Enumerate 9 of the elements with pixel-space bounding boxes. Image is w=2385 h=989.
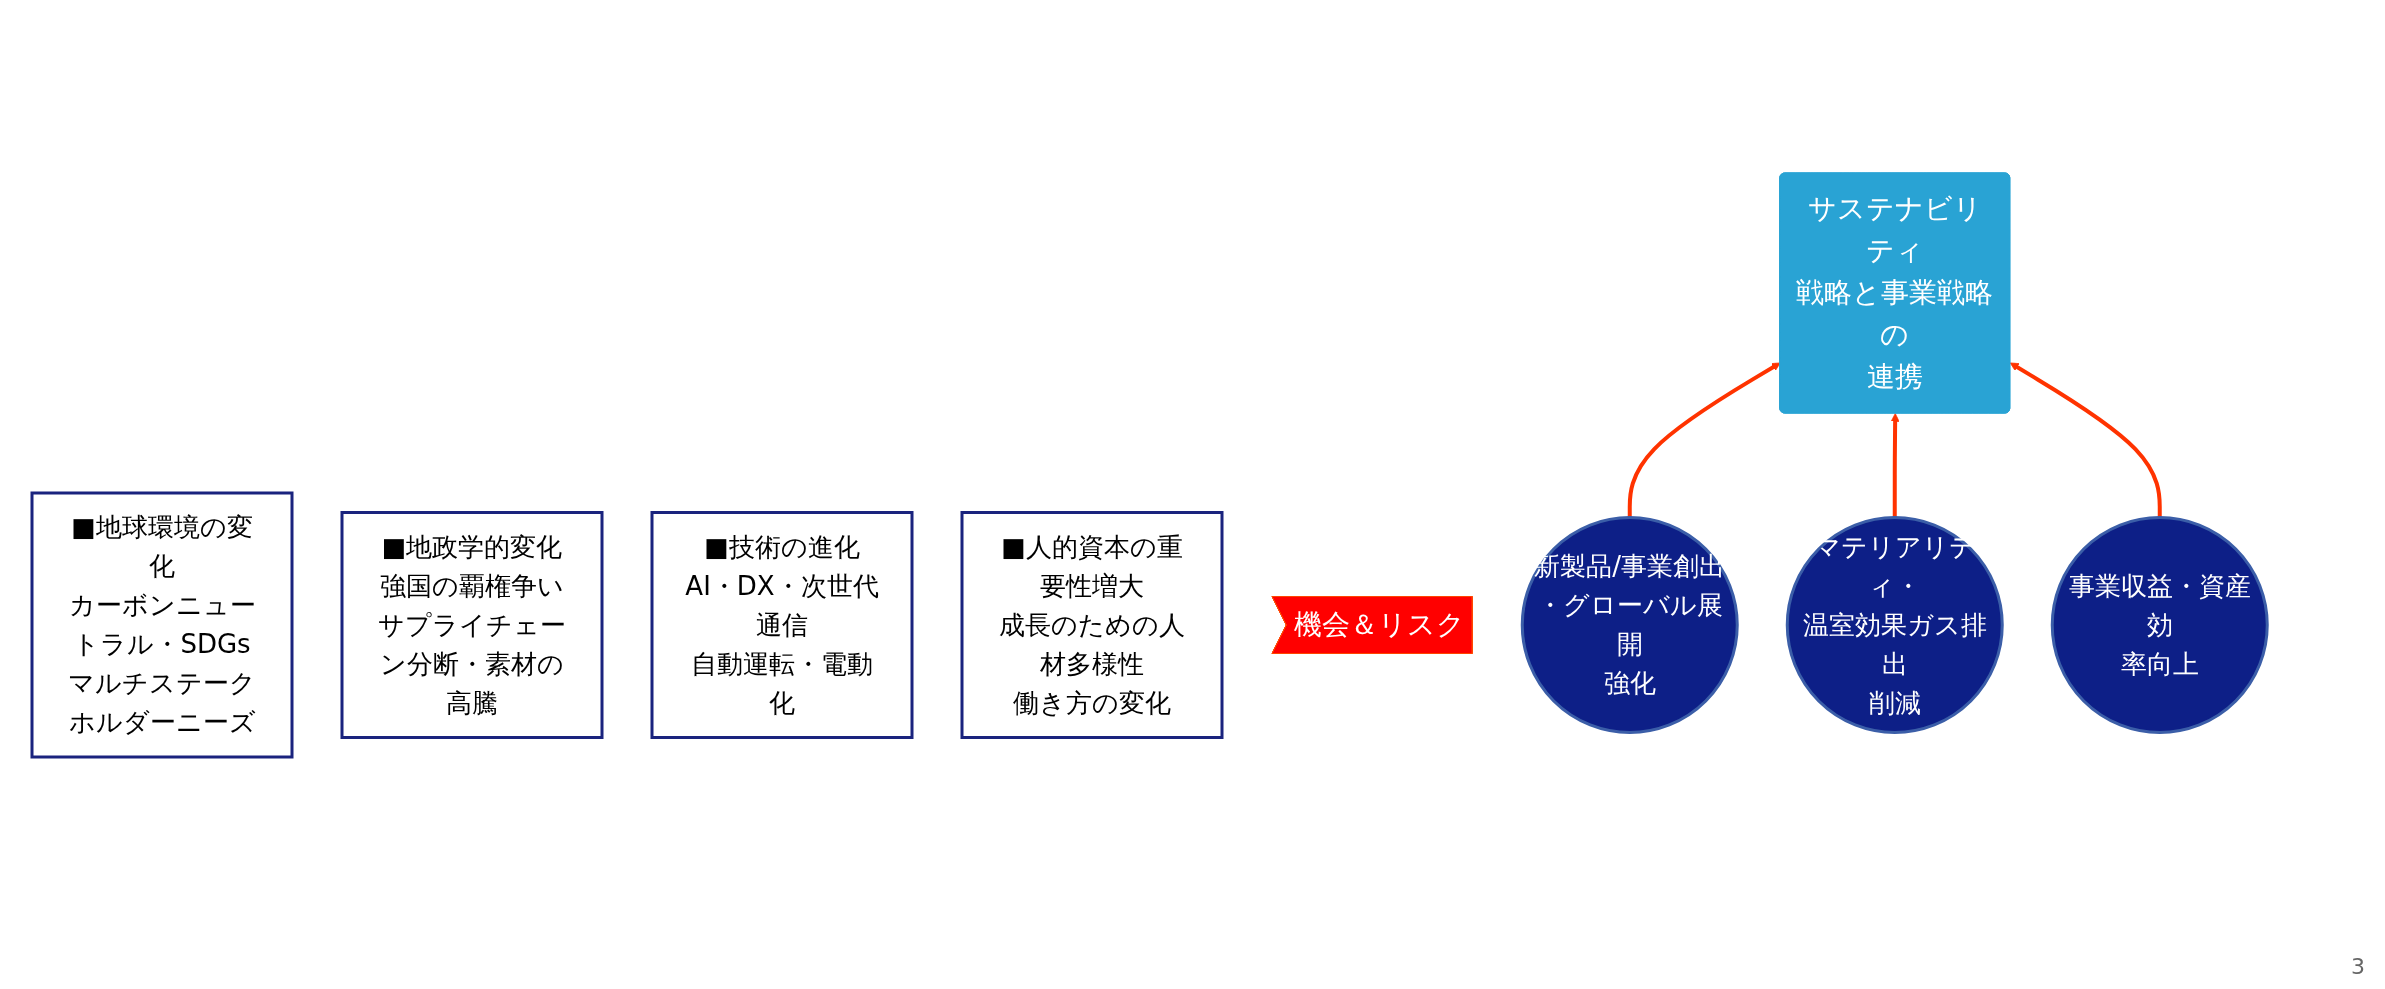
arrow xyxy=(1628,362,1782,518)
node-box: ■人的資本の重要性増大 成長のための人材多様性 働き方の変化 xyxy=(960,511,1224,739)
node-box: ■地政学的変化 強国の覇権争い サプライチェーン分断・素材の高騰 xyxy=(340,511,604,739)
node-box: ■技術の進化 AI・DX・次世代通信 自動運転・電動化 xyxy=(650,511,914,739)
node-box: ■地球環境の変化 カーボンニュートラル・SDGs マルチステークホルダーニーズ xyxy=(30,491,294,759)
arrow xyxy=(1891,413,1900,518)
node-circle: 事業収益・資産効率向上 xyxy=(2051,516,2270,734)
page-number: 3 xyxy=(2351,954,2365,979)
arrow xyxy=(2010,362,2163,518)
